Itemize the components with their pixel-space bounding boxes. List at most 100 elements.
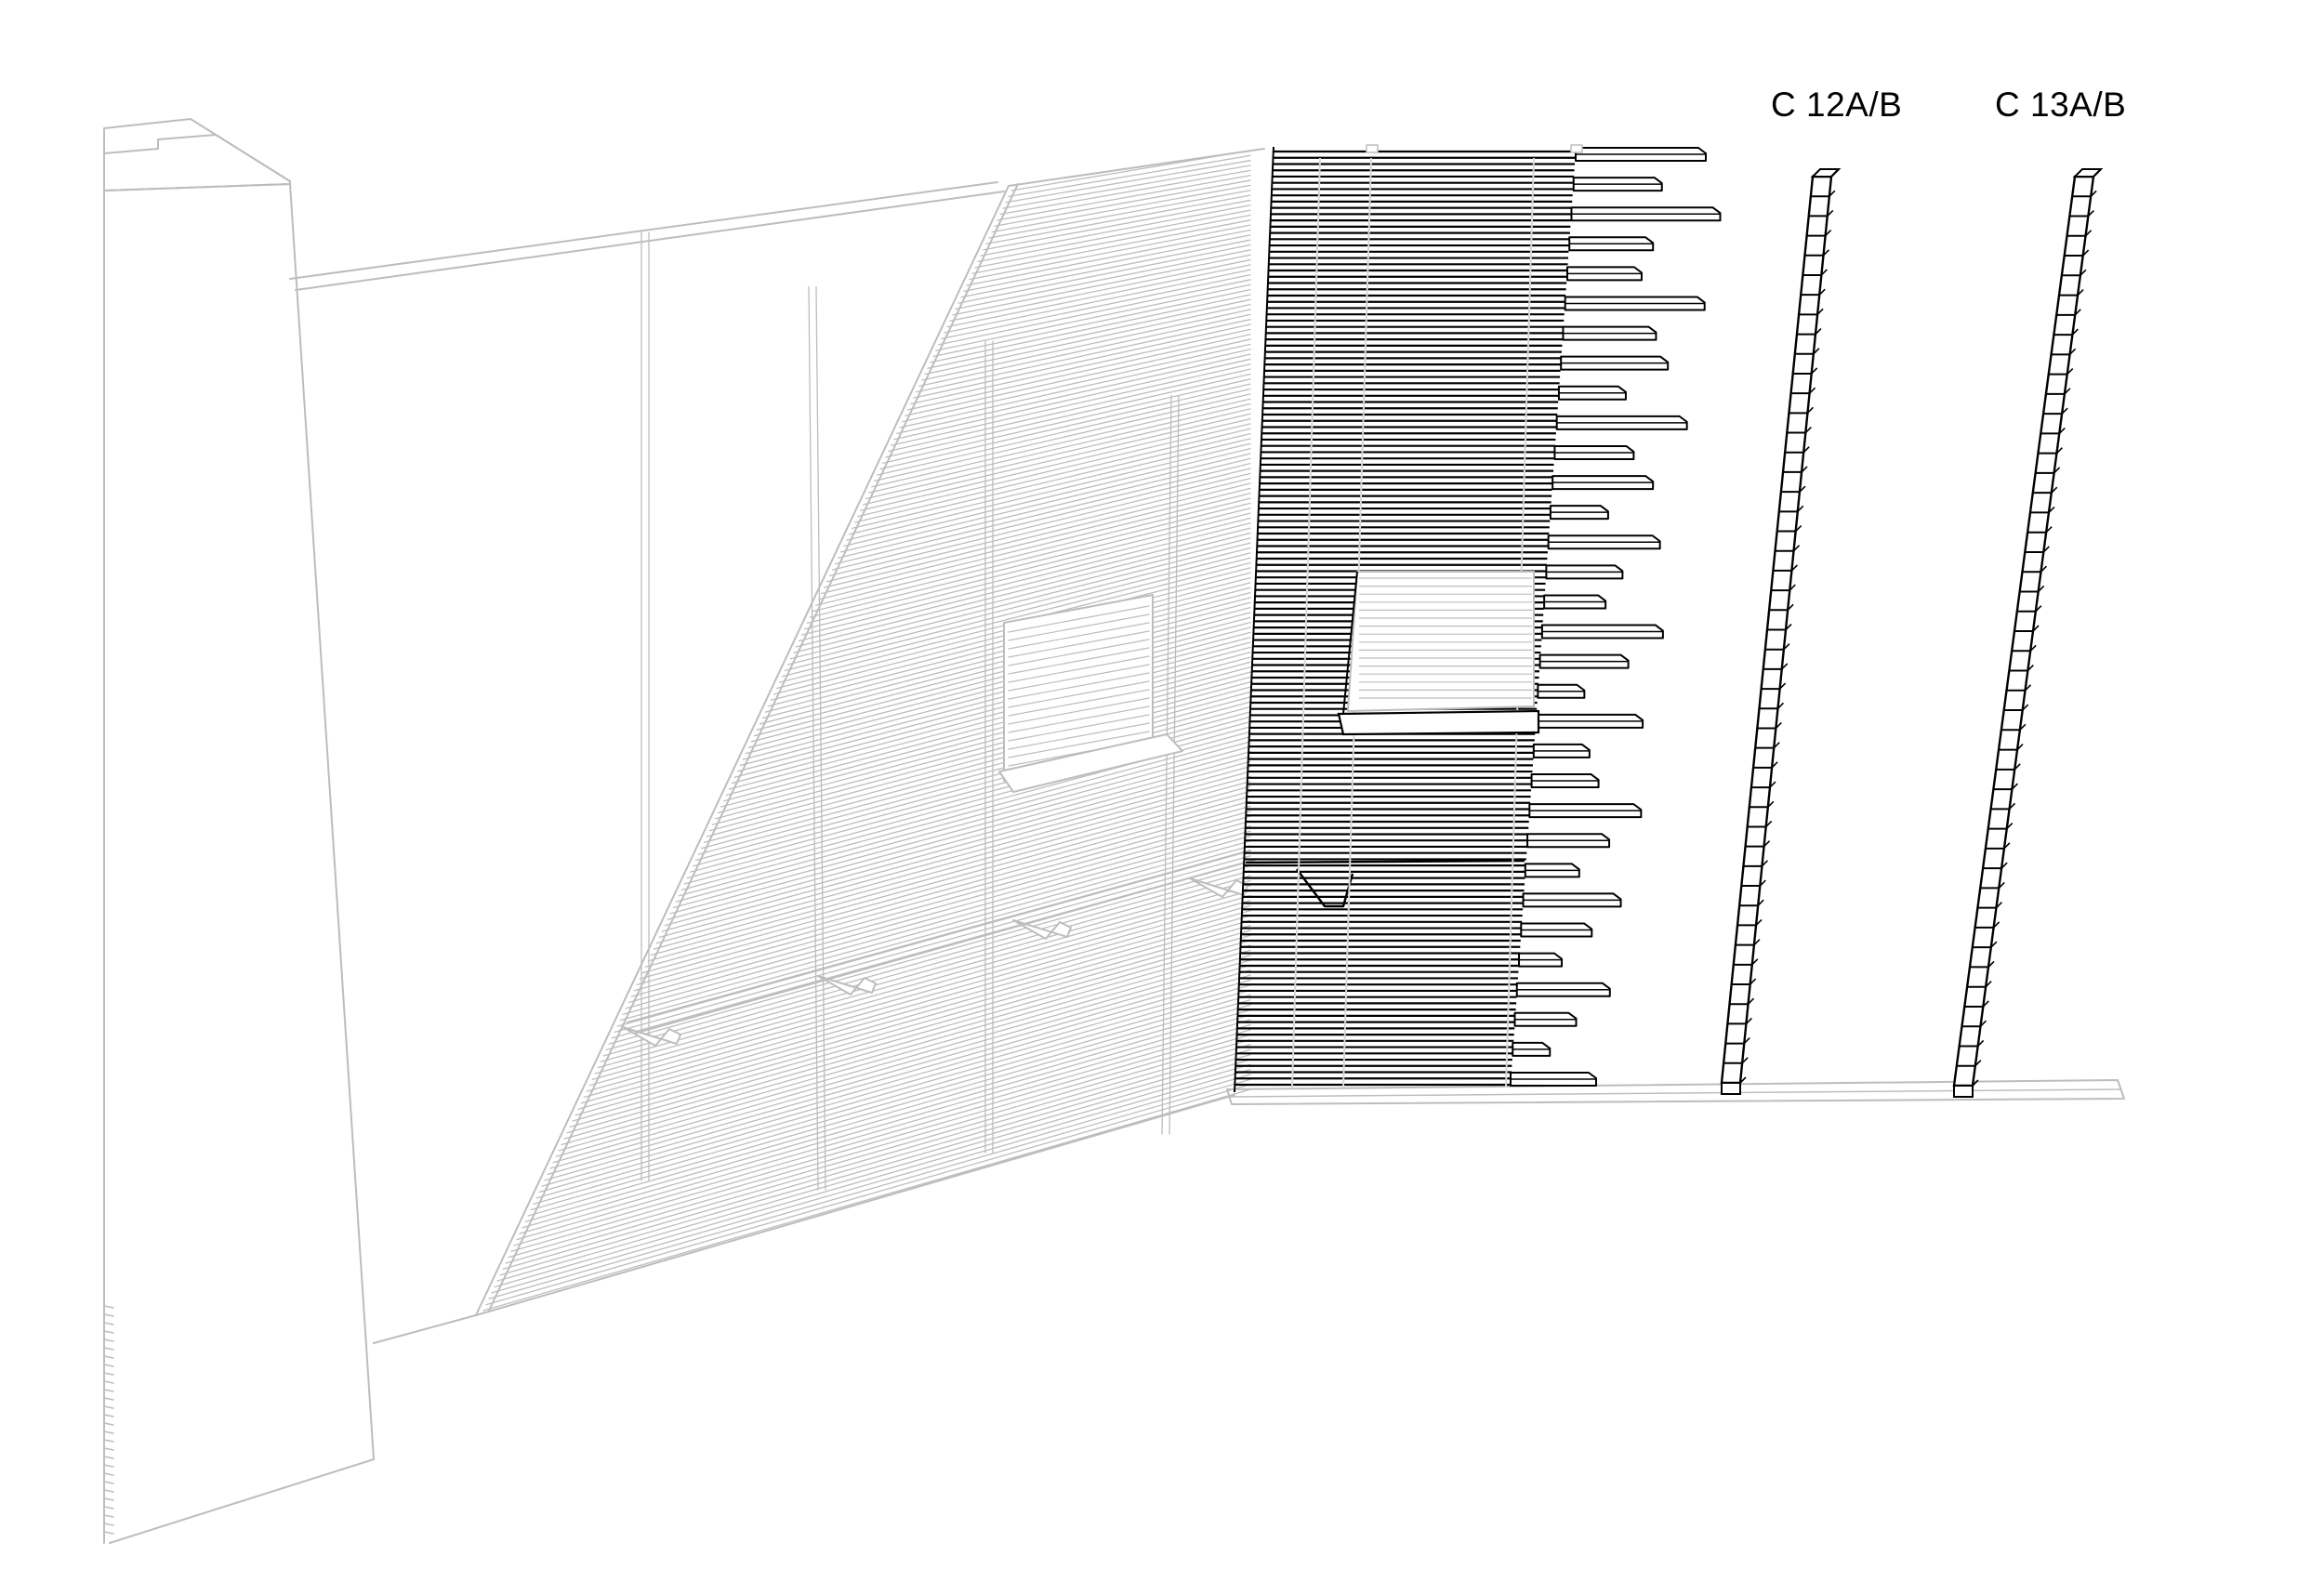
screen-fin [930, 294, 1251, 363]
column-c12ab-segment-side [1761, 860, 1769, 867]
column-c12ab-segment-side [1804, 426, 1812, 434]
column-c13ab-segment-side [2084, 230, 2093, 237]
screen-fin [711, 681, 1251, 825]
screen-fin [789, 542, 1251, 660]
column-c12ab-segment-side [1825, 230, 1832, 237]
column-c13ab-segment-side [2006, 823, 2014, 830]
screen-fin [641, 805, 1251, 974]
column-c13ab-segment-side [2071, 328, 2079, 336]
column-label-c13ab: C 13A/B [1995, 86, 2127, 124]
screen-fin [885, 373, 1251, 458]
tower-base-hatch [103, 1305, 114, 1309]
screen-fin [905, 338, 1251, 416]
screen-fin [823, 482, 1251, 588]
column-c12ab-segment-side [1808, 387, 1816, 394]
screen-fin [706, 691, 1251, 837]
tower-top-inner-edge [103, 138, 159, 154]
screen-window-slat [1008, 630, 1150, 658]
screen-fin [508, 1044, 1251, 1259]
screen-fin [781, 557, 1251, 678]
screen-fin [708, 686, 1251, 832]
screen-fin [983, 199, 1251, 251]
screen-fin [608, 864, 1251, 1045]
screen-window-slat [1008, 672, 1150, 700]
column-c12ab-segment-side [1757, 899, 1764, 906]
screen-fin [840, 453, 1251, 553]
fin-rib [1291, 157, 1321, 1088]
screen-fin [561, 949, 1251, 1146]
column-c12ab-segment-side [1776, 702, 1785, 709]
column-c13ab-segment-side [2048, 506, 2055, 514]
column-c12ab-segment-side [1755, 918, 1763, 927]
screen-fin [488, 1078, 1251, 1299]
tower-base-hatch [103, 1422, 114, 1426]
screen-fin [544, 979, 1251, 1181]
screen-fin [669, 756, 1251, 915]
screen-fin [1002, 165, 1251, 209]
screen-fin [745, 622, 1251, 755]
screen-fin [574, 925, 1251, 1116]
screen-fin [602, 875, 1251, 1057]
screen-support-post [808, 285, 819, 1191]
screen-fin [739, 631, 1251, 767]
column-c12ab-segment-side [1816, 308, 1824, 315]
screen-fin [946, 264, 1251, 328]
screen-fin [784, 552, 1251, 672]
screen-fin [871, 398, 1251, 488]
screen-window-slat [1008, 613, 1150, 641]
screen-fin [849, 438, 1251, 535]
fin-bracket [1296, 868, 1354, 908]
screen-fin [798, 527, 1251, 642]
screen-fin [924, 304, 1251, 376]
tower-base-hatch [103, 1431, 114, 1434]
tower-top-rim [103, 118, 291, 191]
column-c12ab-segment-side [1802, 446, 1810, 454]
ground-slab [1226, 1079, 2125, 1105]
tower-base-hatch [103, 1414, 114, 1417]
column-c13ab-segment-side [2042, 546, 2050, 553]
screen-fin [505, 1048, 1251, 1264]
screen-window-slat [1008, 647, 1150, 675]
screen-fin [843, 447, 1251, 547]
screen-fin [814, 497, 1251, 606]
column-c13ab-segment-side [2011, 783, 2018, 790]
screen-fin [533, 999, 1251, 1205]
screen-fin [874, 393, 1251, 482]
screen-fin [588, 900, 1251, 1087]
screen-fin [619, 845, 1251, 1022]
screen-fin [627, 830, 1251, 1004]
wall-bottom-edge [373, 1314, 477, 1344]
column-c12ab-segment-side [1783, 643, 1790, 651]
screen-window-slat [1008, 655, 1150, 683]
column-c12ab-segment-side [1829, 190, 1836, 197]
screen-fin [977, 209, 1251, 263]
tower-top-inner-edge [157, 134, 291, 182]
column-c13ab-segment-side [2022, 704, 2029, 711]
column-c13ab-segment-side [1982, 1000, 1989, 1008]
screen-fin [510, 1038, 1251, 1252]
screen-fin [516, 1029, 1251, 1241]
screen-fin [636, 815, 1251, 985]
column-c12ab-segment-side [1801, 466, 1808, 473]
column-c12ab-segment-side [1775, 721, 1782, 730]
fin-balcony-line [1245, 859, 1525, 864]
column-c12ab-segment-side [1750, 978, 1757, 985]
screen-fin [809, 508, 1251, 618]
screen-bracket [1012, 919, 1072, 940]
wall-top-edge [289, 181, 998, 280]
column-c13ab-segment-side [2068, 348, 2077, 355]
screen-window-slat [1008, 664, 1150, 692]
screen-fin [932, 288, 1251, 358]
column-c13ab-segment-side [2003, 842, 2011, 850]
screen-fin [728, 652, 1251, 790]
column-c13ab-segment-side [1990, 941, 1998, 948]
screen-fin [820, 487, 1251, 595]
screen-fin [786, 547, 1251, 666]
screen-fin [985, 194, 1251, 245]
column-c12ab-segment-side [1747, 997, 1755, 1005]
screen-fin [800, 522, 1251, 636]
column-c12ab-base [1721, 1082, 1741, 1095]
column-c12ab-segment-side [1781, 663, 1789, 670]
column-c12ab-segment-side [1822, 249, 1830, 257]
